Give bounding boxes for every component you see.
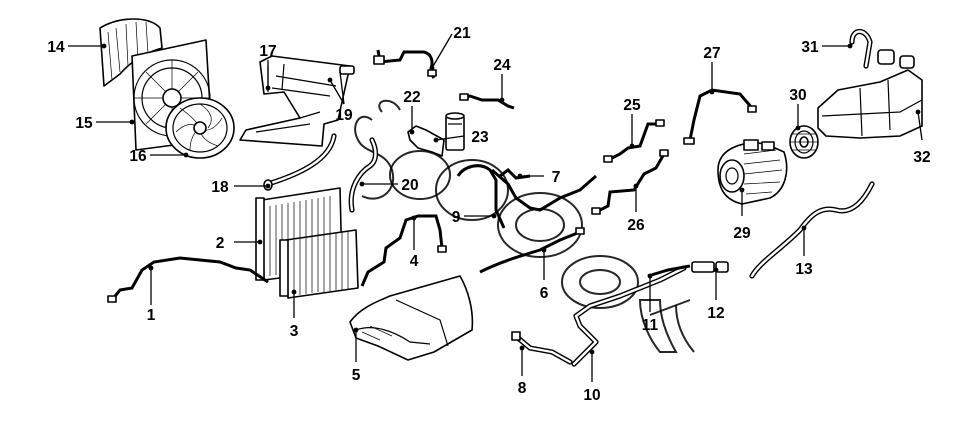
part-12-valve [691, 261, 729, 273]
callout-32: 32 [913, 149, 930, 166]
callout-20: 20 [401, 177, 418, 194]
callout-13: 13 [795, 261, 813, 278]
part-7-pipe [499, 168, 531, 180]
callout-29: 29 [733, 225, 751, 242]
part-16-cooling-fan [165, 97, 235, 159]
part-21-pipe [373, 49, 437, 79]
part-11-pipe [647, 264, 691, 278]
callout-12: 12 [707, 305, 724, 322]
callout-15: 15 [75, 115, 93, 132]
callout-30: 30 [789, 87, 806, 104]
part-32-expansion-tank [817, 49, 923, 139]
part-5-heater-housing [349, 275, 474, 361]
part-25-pipe [603, 119, 665, 163]
callout-6: 6 [540, 285, 549, 302]
callout-19: 19 [335, 107, 353, 124]
part-29-ac-compressor [717, 139, 788, 205]
part-10-pipe [571, 265, 687, 367]
part-26-pipe [591, 149, 669, 215]
callout-21: 21 [453, 25, 471, 42]
callout-14: 14 [47, 39, 65, 56]
part-27-pipe [683, 88, 757, 145]
callout-18: 18 [211, 179, 229, 196]
callout-1: 1 [147, 307, 156, 324]
part-1-pipe [107, 256, 269, 303]
part-22-bracket [407, 125, 445, 157]
part-3-heater-core [279, 229, 359, 299]
callout-2: 2 [216, 235, 225, 252]
callout-17: 17 [259, 43, 276, 60]
part-13-hose [749, 181, 875, 279]
watermark-logo [354, 99, 695, 353]
callout-27: 27 [703, 45, 720, 62]
part-6-pipe [479, 168, 597, 274]
part-17-mounting-bracket [239, 55, 355, 147]
callout-26: 26 [627, 217, 645, 234]
part-23-receiver-drier [445, 112, 465, 151]
part-4-pipe [360, 214, 447, 287]
callout-11: 11 [642, 317, 659, 334]
callout-8: 8 [518, 380, 527, 397]
part-20-hose [348, 137, 379, 213]
callout-5: 5 [352, 367, 361, 384]
part-31-hose [849, 28, 873, 69]
callout-16: 16 [129, 148, 147, 165]
part-14-fan-cowl [99, 18, 163, 87]
callout-3: 3 [290, 323, 299, 340]
callout-9: 9 [452, 209, 461, 226]
callout-31: 31 [801, 39, 819, 56]
part-24-pipe [459, 93, 515, 110]
callout-10: 10 [583, 387, 600, 404]
callout-4: 4 [410, 253, 419, 270]
callout-7: 7 [552, 169, 561, 186]
part-9-pipe [456, 164, 506, 229]
part-8-hose [511, 331, 573, 365]
callout-25: 25 [623, 97, 641, 114]
part-30-pulley [789, 125, 819, 159]
callout-22: 22 [403, 89, 420, 106]
callout-23: 23 [471, 129, 489, 146]
callout-24: 24 [493, 57, 511, 74]
